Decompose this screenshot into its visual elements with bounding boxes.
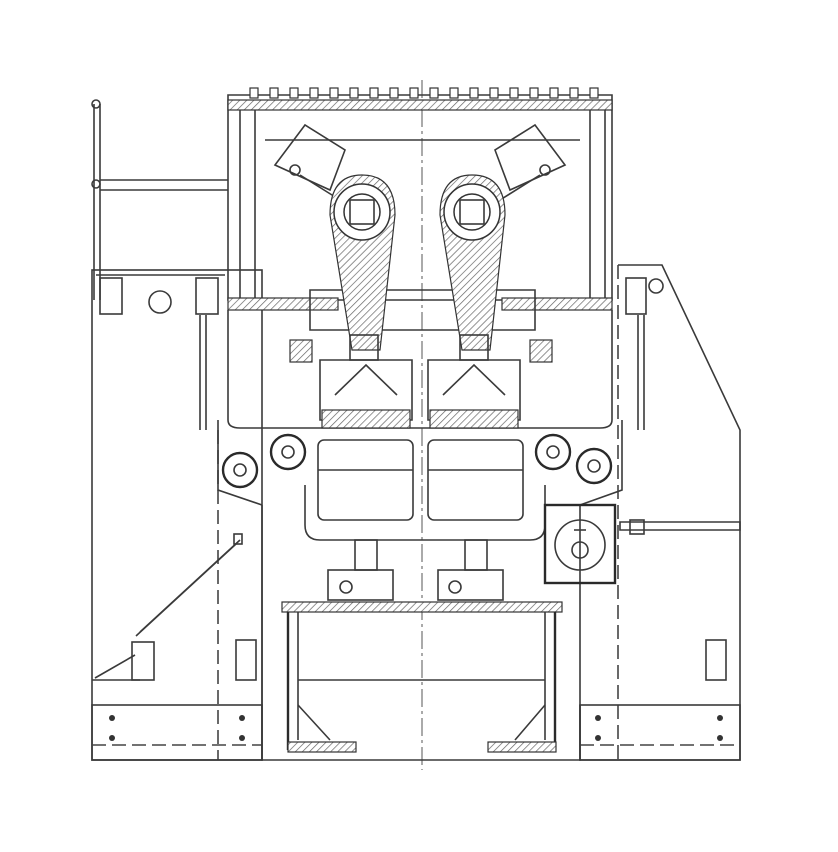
upper-press-heads bbox=[289, 339, 553, 429]
right-side-frame bbox=[579, 264, 741, 761]
lower-collection-bin bbox=[281, 601, 563, 753]
right-crank-arm bbox=[439, 123, 567, 361]
drive-motor-box bbox=[543, 503, 617, 585]
left-crank-arm bbox=[273, 123, 396, 361]
central-housing bbox=[217, 87, 623, 761]
guide-rollers bbox=[221, 433, 613, 489]
left-side-frame bbox=[91, 99, 263, 761]
lower-press-blocks bbox=[304, 439, 546, 601]
